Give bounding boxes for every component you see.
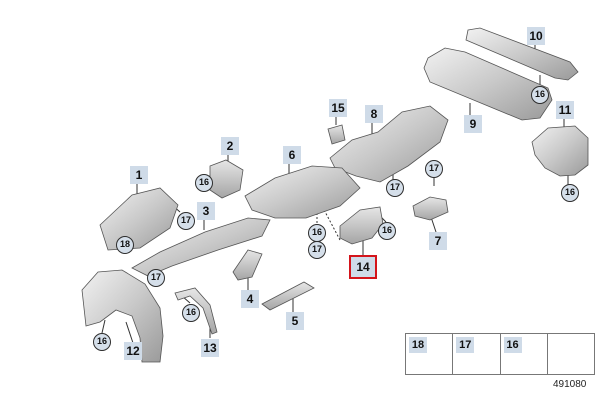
part-15-shape [327,124,346,145]
legend-label-18: 18 [409,337,427,353]
part-label-10[interactable]: 10 [527,27,545,45]
part-11-shape [531,125,589,177]
part-14-shape [339,206,384,245]
part-4-shape [232,249,263,281]
clip-callout-17[interactable]: 17 [386,179,404,197]
part-label-11[interactable]: 11 [556,101,574,119]
part-9-shape [423,47,553,121]
clip-callout-16[interactable]: 16 [561,184,579,202]
part-label-5[interactable]: 5 [286,312,304,330]
legend-label-16: 16 [503,337,522,353]
part-label-7[interactable]: 7 [429,232,447,250]
part-label-3[interactable]: 3 [197,202,215,220]
legend-label-17: 17 [456,337,475,353]
part-1-shape [99,187,179,251]
legend-item-17[interactable]: 17 [453,334,501,374]
clip-callout-16[interactable]: 16 [93,333,111,351]
clip-callout-17[interactable]: 17 [425,160,443,178]
legend-item-18[interactable]: 18 [406,334,454,374]
part-10-shape [465,27,579,81]
part-13-shape [174,287,218,335]
part-5-shape [261,281,315,311]
part-label-14-highlighted[interactable]: 14 [349,255,377,279]
diagram-number: 491080 [553,379,587,390]
part-7-shape [412,196,449,221]
clip-callout-16[interactable]: 16 [195,174,213,192]
part-label-8[interactable]: 8 [365,105,383,123]
clip-callout-16[interactable]: 16 [531,86,549,104]
legend-arrow-cell [548,334,594,374]
part-label-15[interactable]: 15 [329,99,347,117]
clip-callout-17[interactable]: 17 [177,212,195,230]
clip-callout-17[interactable]: 17 [147,269,165,287]
part-8-shape [329,105,449,183]
part-6-shape [244,165,361,219]
clip-callout-17[interactable]: 17 [308,241,326,259]
part-label-1[interactable]: 1 [130,166,148,184]
part-label-6[interactable]: 6 [283,146,301,164]
part-label-13[interactable]: 13 [201,339,219,357]
clip-callout-18[interactable]: 18 [116,236,134,254]
part-label-12[interactable]: 12 [124,342,142,360]
clip-callout-16[interactable]: 16 [182,304,200,322]
part-label-2[interactable]: 2 [221,137,239,155]
part-12-shape [81,269,164,363]
clip-callout-16[interactable]: 16 [308,224,326,242]
part-label-4[interactable]: 4 [241,290,259,308]
legend-item-16[interactable]: 16 [501,334,548,374]
part-2-shape [209,159,244,199]
clip-callout-16[interactable]: 16 [378,222,396,240]
part-label-9[interactable]: 9 [464,115,482,133]
fastener-legend: 18 17 16 [405,333,595,375]
